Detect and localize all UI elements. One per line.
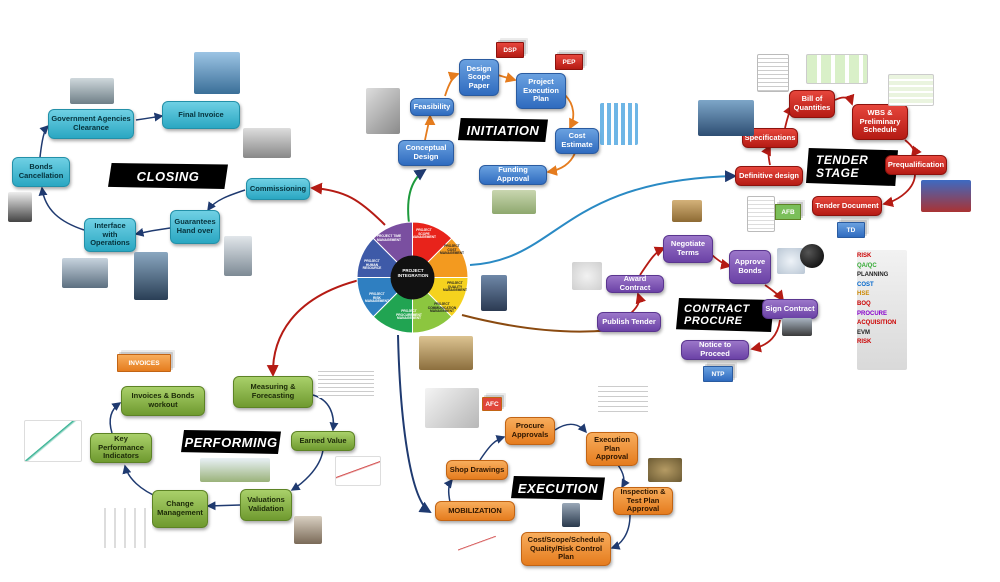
doc-ntp: NTP: [703, 366, 733, 382]
performing-banner: PERFORMING: [181, 430, 281, 454]
node-prequalification[interactable]: Prequalification: [885, 155, 947, 175]
wheel-seg-label-human: PROJECT HUMAN RESOURCE: [362, 259, 382, 271]
node-negotiate-terms[interactable]: Negotiate Terms: [663, 235, 713, 263]
node-design-scope-paper[interactable]: Design Scope Paper: [459, 59, 499, 96]
forecast-table-thumbnail: [318, 368, 374, 398]
node-government-clearance[interactable]: Government Agencies Clearance: [48, 109, 134, 139]
node-bill-of-quantities[interactable]: Bill of Quantities: [789, 90, 835, 118]
doc-td: TD: [837, 222, 865, 238]
node-notice-to-proceed[interactable]: Notice to Proceed: [681, 340, 749, 360]
node-funding-approval[interactable]: Funding Approval: [479, 165, 547, 185]
signing-photo: [8, 192, 32, 222]
contract-signing-photo: [782, 318, 812, 336]
document-thumbnail: [747, 196, 775, 232]
closing-banner: CLOSING: [108, 163, 228, 189]
laptop-photo: [366, 88, 400, 134]
construction-illustration: [200, 458, 270, 482]
node-wbs-schedule[interactable]: WBS & Preliminary Schedule: [852, 104, 908, 140]
node-sign-contract[interactable]: Sign Contract: [762, 299, 818, 319]
blueprints-photo: [425, 388, 479, 428]
gantt-thumbnail: [888, 74, 934, 106]
node-measuring-forecasting[interactable]: Measuring & Forecasting: [233, 376, 313, 408]
wheel-seg-label-risk: PROJECT RISK MANAGEMENT: [365, 292, 389, 304]
office-meeting-photo: [70, 78, 114, 104]
spreadsheet-thumbnail: [757, 54, 789, 92]
runners-photo: [921, 180, 971, 212]
handshake-sketch: [572, 262, 602, 290]
worker-photo: [562, 503, 580, 527]
bar-chart-icon: [600, 103, 638, 145]
node-approve-bonds[interactable]: Approve Bonds: [729, 250, 771, 284]
meeting-photo: [294, 516, 322, 544]
flowchart-thumbnail: [96, 508, 152, 548]
node-publish-tender[interactable]: Publish Tender: [597, 312, 661, 332]
handshake-photo: [243, 128, 291, 158]
node-valuations-validation[interactable]: Valuations Validation: [240, 489, 292, 521]
globe-icon: [800, 244, 824, 268]
team-photo: [419, 336, 473, 370]
text-list-thumbnail: [598, 382, 648, 416]
doc-pep: PEP: [555, 54, 583, 70]
ev-curve-thumbnail: [335, 456, 381, 486]
link-hub-execution: [397, 334, 432, 514]
link-hub-closing: [310, 182, 386, 226]
ship-illustration: [698, 100, 754, 136]
wheel-seg-label-scope: PROJECT SCOPE MANAGEMENT: [412, 228, 436, 240]
industrial-photo: [134, 252, 168, 300]
node-bonds-cancellation[interactable]: Bonds Cancellation: [12, 157, 70, 187]
node-project-execution-plan[interactable]: Project Execution Plan: [516, 73, 566, 109]
skyscraper-photo: [194, 52, 240, 94]
kpi-chart-thumbnail: [24, 420, 82, 462]
project-integration-wheel: [356, 221, 469, 334]
initiation-banner: INITIATION: [458, 118, 548, 142]
node-award-contract[interactable]: Award Contract: [606, 275, 664, 293]
node-specifications[interactable]: Specifications: [742, 128, 798, 148]
node-mobilization[interactable]: MOBILIZATION: [435, 501, 515, 521]
contract-procure-banner: CONTRACT PROCURE: [676, 298, 774, 332]
node-earned-value[interactable]: Earned Value: [291, 431, 355, 451]
wheel-seg-label-quality: PROJECT QUALITY MANAGEMENT: [443, 281, 467, 293]
risk-tags: RISK QA/QC PLANNING COST HSE BOQ PROCURE…: [857, 253, 897, 346]
doc-afc: AFC: [482, 397, 502, 411]
node-shop-drawings[interactable]: Shop Drawings: [446, 460, 508, 480]
wheel-seg-label-procurement: PROJECT PROCUREMENT MANAGEMENT: [396, 309, 422, 321]
node-inspection-test-plan[interactable]: Inspection & Test Plan Approval: [613, 487, 673, 515]
tender-stage-banner: TENDER STAGE: [806, 148, 898, 186]
execution-banner: EXECUTION: [511, 476, 605, 500]
link-hub-tender: [469, 170, 737, 266]
oil-rig-photo: [481, 275, 507, 311]
node-cost-estimate[interactable]: Cost Estimate: [555, 128, 599, 154]
node-feasibility[interactable]: Feasibility: [410, 98, 454, 116]
node-final-invoice[interactable]: Final Invoice: [162, 101, 240, 129]
plant-workers-photo: [62, 258, 108, 288]
node-definitive-design[interactable]: Definitive design: [735, 166, 803, 186]
wheel-seg-label-cost: PROJECT COST MANAGEMENT: [440, 244, 464, 256]
businessman-figure: [857, 250, 907, 370]
node-conceptual-design[interactable]: Conceptual Design: [398, 140, 454, 166]
growth-chart-icon: [458, 535, 496, 557]
node-kpi[interactable]: Key Performance Indicators: [90, 433, 152, 463]
doc-invoices: INVOICES: [117, 354, 171, 372]
wheel-seg-label-communication: PROJECT COMMUNICATION MANAGEMENT: [427, 302, 457, 314]
node-procure-approvals[interactable]: Procure Approvals: [505, 417, 555, 445]
inspector-illustration: [648, 458, 682, 482]
node-interface-operations[interactable]: Interface with Operations: [84, 218, 136, 252]
link-hub-performing: [266, 277, 369, 377]
node-invoices-bonds[interactable]: Invoices & Bonds workout: [121, 386, 205, 416]
doc-afb: AFB: [775, 204, 801, 220]
node-tender-document[interactable]: Tender Document: [812, 196, 882, 216]
wheel-seg-label-time: PROJECT TIME MANAGEMENT: [376, 234, 402, 242]
node-guarantees-hand-over[interactable]: Guarantees Hand over: [170, 210, 220, 244]
node-change-management[interactable]: Change Management: [152, 490, 208, 528]
money-stack-icon: [492, 190, 536, 214]
wbs-thumbnail: [806, 54, 868, 84]
node-control-plan[interactable]: Cost/Scope/Schedule Quality/Risk Control…: [521, 532, 611, 566]
crane-photo: [224, 236, 252, 276]
node-commissioning[interactable]: Commissioning: [246, 178, 310, 200]
desk-illustration: [672, 200, 702, 222]
wheel-center-label: PROJECT INTEGRATION: [397, 268, 429, 279]
doc-dsp: DSP: [496, 42, 524, 58]
node-execution-plan-approval[interactable]: Execution Plan Approval: [586, 432, 638, 466]
